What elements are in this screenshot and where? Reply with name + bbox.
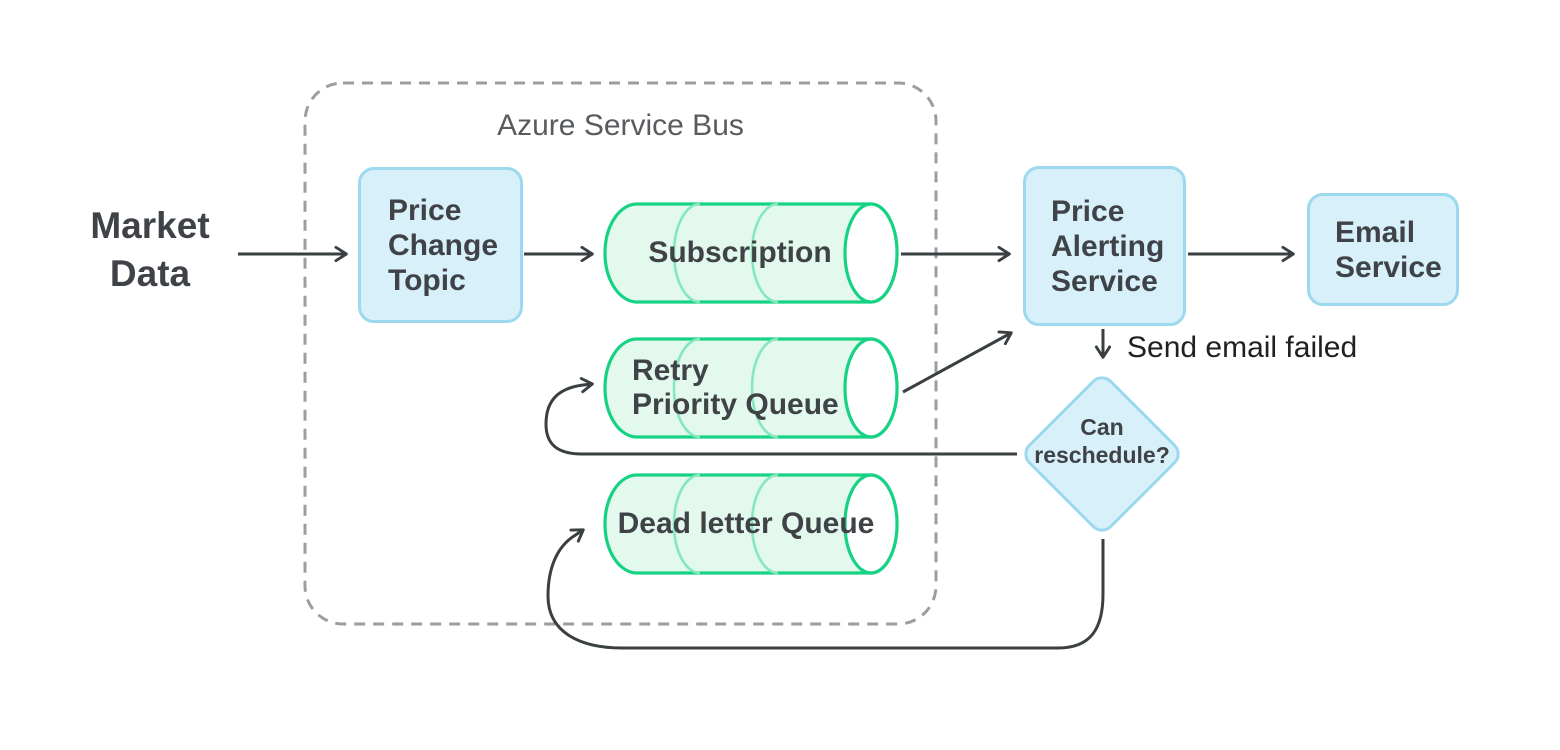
- node-price-alerting-service: Price Alerting Service: [1023, 166, 1186, 326]
- node-email-service-label: Email Service: [1335, 215, 1442, 284]
- edge-retry-queue-to-price-alerting-service: [902, 330, 1013, 394]
- node-price-alerting-service-label: Price Alerting Service: [1051, 194, 1165, 298]
- market-data-label: Market Data: [90, 205, 210, 294]
- node-price-change-topic: Price Change Topic: [358, 167, 523, 323]
- queue-retry-priority-label: Retry Priority Queue: [632, 354, 839, 421]
- edge-can-reschedule-to-dead-letter-queue: [546, 528, 1105, 650]
- node-price-change-topic-label: Price Change Topic: [388, 193, 499, 297]
- service-bus-label: Azure Service Bus: [497, 109, 744, 142]
- node-email-service: Email Service: [1307, 193, 1459, 306]
- decision-can-reschedule-label: Can reschedule?: [1034, 414, 1170, 468]
- service-bus-container: [303, 81, 938, 626]
- queue-subscription-label: Subscription: [648, 236, 832, 269]
- queue-retry-priority-shape: [603, 337, 899, 439]
- queue-dead-letter-shape: [603, 473, 899, 575]
- edge-can-reschedule-to-retry-queue: [544, 377, 1017, 456]
- send-email-failed-label: Send email failed: [1127, 331, 1358, 364]
- queue-dead-letter-label: Dead letter Queue: [617, 507, 875, 540]
- queue-subscription-shape: [603, 202, 899, 304]
